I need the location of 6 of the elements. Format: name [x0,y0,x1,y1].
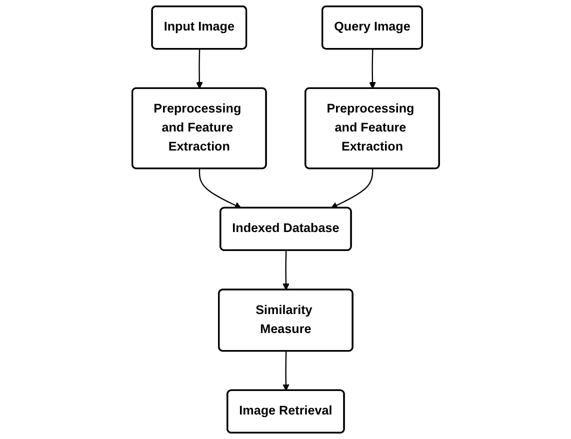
arrow [282,250,290,290]
arrow [282,351,290,391]
arrow [196,49,203,89]
arrow [198,168,242,209]
arrow [368,49,376,89]
arrow [330,168,374,208]
